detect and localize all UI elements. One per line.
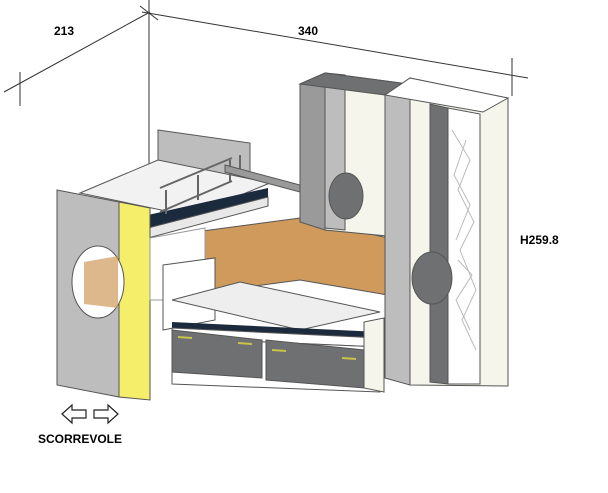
crackle-pattern	[451, 129, 477, 351]
arrow-left-outline-icon	[61, 403, 87, 425]
lower-bed	[162, 257, 385, 393]
height-dimension-label: H259.8	[520, 233, 559, 247]
width-dimension-label: 340	[298, 24, 319, 38]
left-side-panel	[56, 189, 151, 401]
wardrobe-right	[383, 77, 510, 387]
top-bed	[78, 155, 301, 239]
drawer-handles	[177, 336, 357, 360]
sliding-note-label: SCORREVOLE	[38, 432, 123, 446]
depth-dimension-label: 213	[54, 24, 75, 38]
arrow-right-outline-icon	[93, 403, 119, 425]
